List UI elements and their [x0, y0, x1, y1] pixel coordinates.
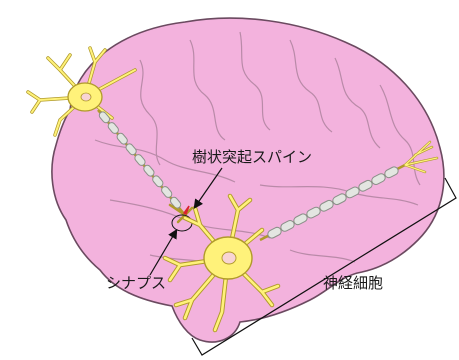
synapse-label: シナプス: [106, 276, 166, 291]
upper-neuron-nucleus: [81, 93, 91, 101]
dendritic-spine-label: 樹状突起スパイン: [192, 150, 312, 165]
brain-shape: [52, 18, 444, 342]
main-neuron-nucleus: [222, 252, 236, 264]
neuron-label: 神経細胞: [323, 276, 383, 291]
